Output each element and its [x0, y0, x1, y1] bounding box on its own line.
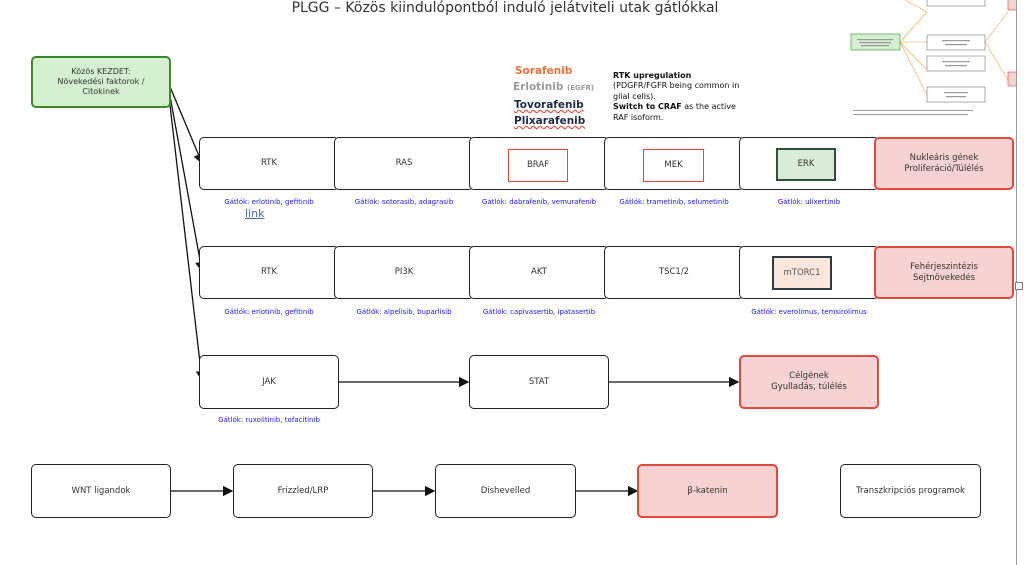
inhibitors-mek: Gátlók: trametinib, selumetinib [619, 198, 729, 206]
start-node: Közös KEZDET: Növekedési faktorok / Cito… [31, 56, 171, 108]
arrow-start-to-rtk1 [167, 81, 204, 165]
node-rtk-1: RTK [199, 137, 339, 190]
node-dishevelled: Dishevelled [435, 464, 576, 518]
node-frizzled: Frizzled/LRP [233, 464, 373, 518]
drug-erlotinib: Erlotinib (EGFR) [513, 81, 594, 93]
node-mek: MEK [643, 149, 704, 182]
node-mek-container: MEK [604, 137, 744, 190]
node-stat: STAT [469, 355, 609, 409]
node-erk-container: ERK [739, 137, 879, 190]
inhibitors-rtk-1: Gátlók: erlotinib, gefitinib [224, 198, 314, 206]
target-protein-synthesis: Fehérjeszintézis Sejtnövekedés [874, 246, 1014, 299]
drug-tovorafenib: Tovorafenib [514, 99, 584, 111]
inhibitors-braf: Gátlók: dabrafenib, vemurafenib [481, 198, 597, 206]
node-jak: JAK [199, 355, 339, 409]
inhibitors-jak: Gátlók: ruxolitinib, tofacitinib [218, 416, 320, 424]
inhibitors-mtor: Gátlók: everolimus, temsirolimus [751, 308, 867, 316]
arrow-start-to-jak [167, 87, 207, 382]
inhibitors-erk: Gátlók: ulixertinib [777, 198, 841, 206]
drug-erlotinib-tag: (EGFR) [567, 84, 595, 92]
node-transcription: Transzkripciós programok [840, 464, 981, 518]
node-mtorc1-container: mTORC1 [739, 246, 879, 299]
inhibitors-pi3k: Gátlók: alpelisib, buparlisib [356, 308, 452, 316]
node-rtk-2: RTK [199, 246, 339, 299]
node-ras: RAS [334, 137, 474, 190]
node-akt: AKT [469, 246, 609, 299]
arrow-start-to-rtk2 [167, 84, 206, 273]
inhibitors-rtk-2: Gátlók: erlotinib, gefitinib [224, 308, 314, 316]
node-erk: ERK [776, 148, 836, 181]
note-line2: (PDGFR/FGFR being common in glial cells)… [613, 81, 740, 101]
node-wnt: WNT ligandok [31, 464, 171, 518]
note-line3: Switch to CRAF [613, 102, 682, 112]
node-braf: BRAF [508, 149, 568, 182]
inhibitors-ras: Gátlók: sotorasib, adagrasib [354, 198, 454, 206]
target-nuclear-genes: Nukleáris gének Proliferáció/Túlélés [874, 137, 1014, 190]
note-line4: as the active RAF isoform. [613, 102, 736, 122]
node-beta-catenin: β-katenin [637, 464, 778, 518]
link[interactable]: link [245, 207, 265, 220]
node-tsc: TSC1/2 [604, 246, 744, 299]
node-mtorc1: mTORC1 [772, 256, 832, 290]
note-line1: RTK upregulation [613, 71, 692, 80]
resistance-note: RTK upregulation (PDGFR/FGFR being commo… [613, 71, 753, 123]
node-braf-container: BRAF [469, 137, 609, 190]
drug-plixarafenib: Plixarafenib [514, 115, 586, 127]
inhibitors-akt: Gátlók: capivasertib, ipatasertib [482, 308, 596, 316]
diagram-title: PLGG – Közös kiindulópontból induló jelá… [291, 0, 719, 16]
target-genes: Célgének Gyulladás, túlélés [739, 355, 879, 409]
scrollbar-handle[interactable] [1015, 282, 1023, 290]
drug-sorafenib: Sorafenib [515, 65, 573, 77]
node-pi3k: PI3K [334, 246, 474, 299]
diagram-thumbnail [850, 0, 1023, 115]
drug-erlotinib-name: Erlotinib [513, 81, 564, 93]
